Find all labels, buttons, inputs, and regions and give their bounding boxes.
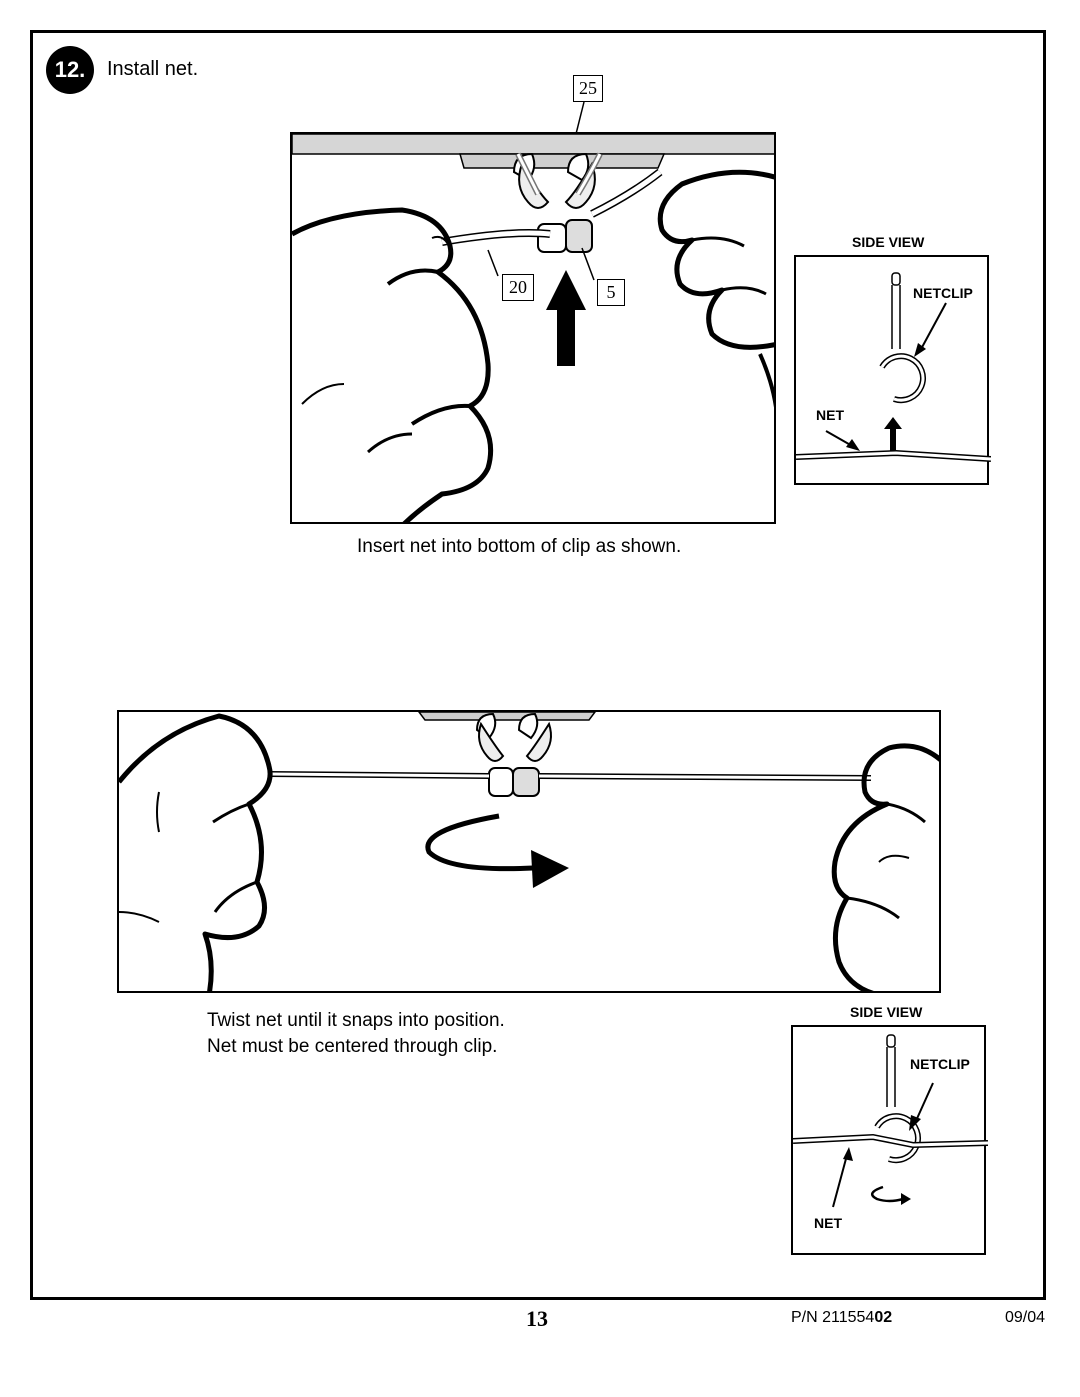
twist-net-illustration xyxy=(117,710,941,993)
callout-part-5: 5 xyxy=(597,279,625,306)
side-view-heading: SIDE VIEW xyxy=(850,1004,923,1020)
part-number: P/N 21155402 xyxy=(791,1309,893,1326)
step-title: Install net. xyxy=(107,58,199,80)
net-label: NET xyxy=(816,407,844,423)
netclip-snapped-drawing xyxy=(793,1034,988,1208)
step-number-badge: 12. xyxy=(46,46,94,94)
side-view-insert-diagram: NETCLIP NET xyxy=(794,255,991,485)
bottom-caption-line-2: Net must be centered through clip. xyxy=(207,1036,498,1057)
revision-date: 09/04 xyxy=(1005,1309,1046,1326)
side-view-snap-diagram: NETCLIP NET xyxy=(791,1025,988,1255)
callout-part-25: 25 xyxy=(573,75,603,102)
callout-part-20: 20 xyxy=(502,274,534,301)
bottom-caption-line-1: Twist net until it snaps into position. xyxy=(207,1010,505,1031)
install-clip-illustration: 20 5 xyxy=(290,132,776,524)
page-frame xyxy=(30,30,1046,1300)
net-label: NET xyxy=(814,1215,842,1231)
side-view-heading: SIDE VIEW xyxy=(852,234,925,250)
netclip-label: NETCLIP xyxy=(913,285,973,301)
hands-clip-drawing xyxy=(292,134,774,522)
top-figure-caption: Insert net into bottom of clip as shown. xyxy=(357,536,682,557)
page-number: 13 xyxy=(526,1306,548,1331)
callout-25-leader xyxy=(575,101,585,135)
hands-twist-drawing xyxy=(119,712,939,991)
netclip-insert-drawing xyxy=(796,272,991,462)
netclip-label: NETCLIP xyxy=(910,1056,970,1072)
